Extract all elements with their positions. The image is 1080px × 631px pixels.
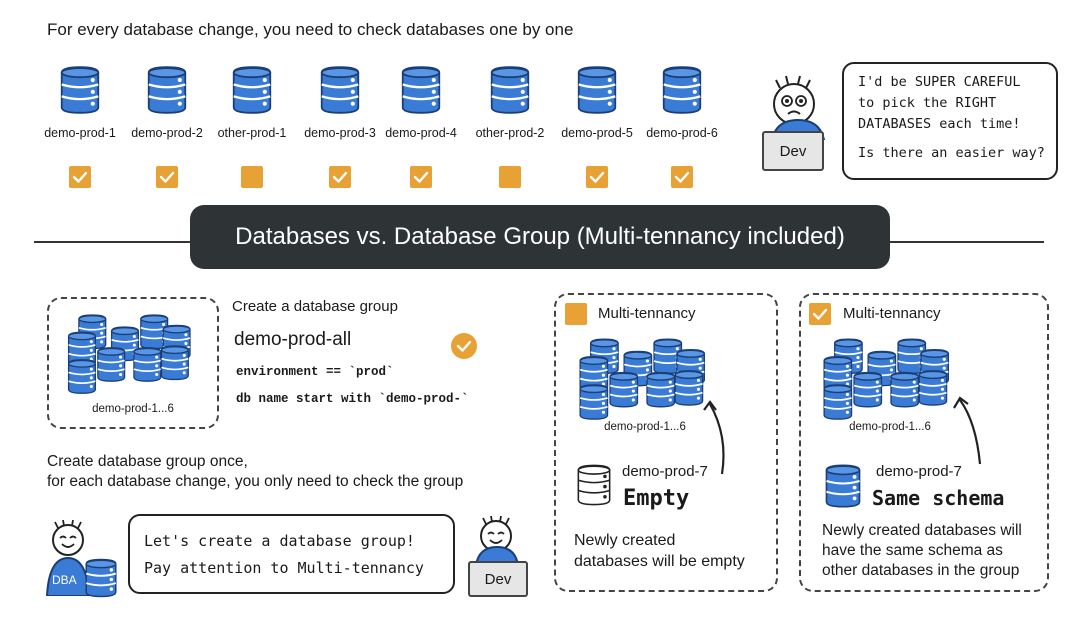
schema-panel-cluster-label: demo-prod-1...6 bbox=[849, 421, 931, 433]
checkmark-icon bbox=[69, 166, 91, 188]
group-name: demo-prod-all bbox=[234, 329, 352, 350]
database-icon bbox=[576, 64, 618, 116]
database-checkbox-checked[interactable] bbox=[329, 166, 351, 188]
dba-speech-line-2: Pay attention to Multi-tennancy bbox=[144, 559, 424, 577]
empty-panel-state: Empty bbox=[623, 486, 690, 511]
dba-speech-line-1: Let's create a database group! bbox=[144, 532, 415, 550]
database-checkbox-checked[interactable] bbox=[156, 166, 178, 188]
empty-panel-desc-1: Newly created bbox=[574, 532, 676, 549]
database-checkbox-unchecked[interactable] bbox=[241, 166, 263, 188]
database-checkbox-checked[interactable] bbox=[69, 166, 91, 188]
database-icon bbox=[59, 64, 101, 116]
schema-panel-new-db: demo-prod-7 bbox=[876, 463, 962, 480]
database-name: demo-prod-6 bbox=[646, 126, 718, 140]
database-name: other-prod-1 bbox=[217, 126, 287, 140]
summary-line-1: Create database group once, bbox=[47, 453, 248, 470]
database-icon bbox=[319, 64, 361, 116]
group-condition-2: db name start with `demo-prod-` bbox=[236, 392, 469, 406]
dba-speech-bubble: Let's create a database group! Pay atten… bbox=[128, 514, 455, 594]
speech-bubble: I'd be SUPER CAREFUL to pick the RIGHT D… bbox=[842, 62, 1058, 180]
dba-face-icon bbox=[52, 520, 84, 556]
checkmark-icon bbox=[410, 166, 432, 188]
group-check-icon bbox=[451, 333, 477, 359]
database-checkbox-unchecked[interactable] bbox=[499, 166, 521, 188]
section-banner: Databases vs. Database Group (Multi-tenn… bbox=[190, 205, 890, 269]
speech-line-4: Is there an easier way? bbox=[858, 145, 1045, 161]
empty-database-icon bbox=[576, 462, 612, 508]
database-icon bbox=[400, 64, 442, 116]
database-name: demo-prod-1 bbox=[44, 126, 116, 140]
schema-panel-desc-1: Newly created databases will bbox=[822, 522, 1022, 539]
database-name: demo-prod-3 bbox=[304, 126, 376, 140]
bottom-dev-label: Dev bbox=[468, 561, 528, 597]
checkmark-icon bbox=[809, 303, 831, 325]
database-name: demo-prod-2 bbox=[131, 126, 203, 140]
schema-panel-desc-3: other databases in the group bbox=[822, 562, 1020, 579]
summary-text: Create database group once, for each dat… bbox=[47, 452, 463, 492]
database-icon bbox=[231, 64, 273, 116]
panel-multitenancy-on bbox=[799, 293, 1049, 592]
group-heading: Create a database group bbox=[232, 298, 398, 315]
speech-line-3: DATABASES each time! bbox=[858, 116, 1021, 132]
database-checkbox-checked[interactable] bbox=[586, 166, 608, 188]
speech-line-1: I'd be SUPER CAREFUL bbox=[858, 74, 1021, 90]
database-icon bbox=[661, 64, 703, 116]
dev-label: Dev bbox=[762, 131, 824, 171]
schema-panel-arrow-icon bbox=[953, 396, 982, 465]
database-checkbox-checked[interactable] bbox=[671, 166, 693, 188]
happy-dev-shirt-icon bbox=[475, 545, 519, 565]
database-icon bbox=[146, 64, 188, 116]
database-cluster-icon bbox=[63, 312, 199, 398]
page-title: For every database change, you need to c… bbox=[47, 20, 574, 39]
panel-multitenancy-off bbox=[554, 293, 778, 592]
schema-panel-desc: Newly created databases will have the sa… bbox=[822, 521, 1022, 581]
multitenancy-checkbox-off[interactable] bbox=[565, 303, 587, 325]
empty-panel-desc: Newly created databases will be empty bbox=[574, 530, 745, 572]
database-icon bbox=[489, 64, 531, 116]
cluster-label: demo-prod-1...6 bbox=[92, 403, 174, 415]
multitenancy-label-off: Multi-tennancy bbox=[598, 305, 696, 322]
schema-panel-cluster-icon bbox=[822, 336, 954, 424]
speech-line-2: to pick the RIGHT bbox=[858, 95, 997, 111]
database-name: demo-prod-5 bbox=[561, 126, 633, 140]
empty-panel-new-db: demo-prod-7 bbox=[622, 463, 708, 480]
dba-database-icon bbox=[84, 556, 118, 600]
schema-panel-desc-2: have the same schema as bbox=[822, 542, 1003, 559]
schema-database-icon bbox=[824, 462, 862, 510]
database-name: other-prod-2 bbox=[475, 126, 545, 140]
empty-panel-cluster-icon bbox=[578, 336, 710, 424]
checkmark-icon bbox=[329, 166, 351, 188]
group-condition-1: environment == `prod` bbox=[236, 365, 394, 379]
schema-panel-state: Same schema bbox=[872, 486, 1005, 510]
worried-dev-face-icon bbox=[773, 75, 815, 125]
database-name: demo-prod-4 bbox=[385, 126, 457, 140]
multitenancy-checkbox-on[interactable] bbox=[809, 303, 831, 325]
empty-panel-cluster-label: demo-prod-1...6 bbox=[604, 421, 686, 433]
checkmark-icon bbox=[671, 166, 693, 188]
summary-line-2: for each database change, you only need … bbox=[47, 473, 464, 490]
multitenancy-label-on: Multi-tennancy bbox=[843, 305, 941, 322]
checkmark-icon bbox=[586, 166, 608, 188]
database-checkbox-checked[interactable] bbox=[410, 166, 432, 188]
empty-panel-desc-2: databases will be empty bbox=[574, 553, 745, 570]
dba-label: DBA bbox=[52, 573, 77, 587]
database-cluster-box bbox=[47, 297, 219, 429]
checkmark-icon bbox=[156, 166, 178, 188]
empty-panel-arrow-icon bbox=[703, 400, 725, 475]
